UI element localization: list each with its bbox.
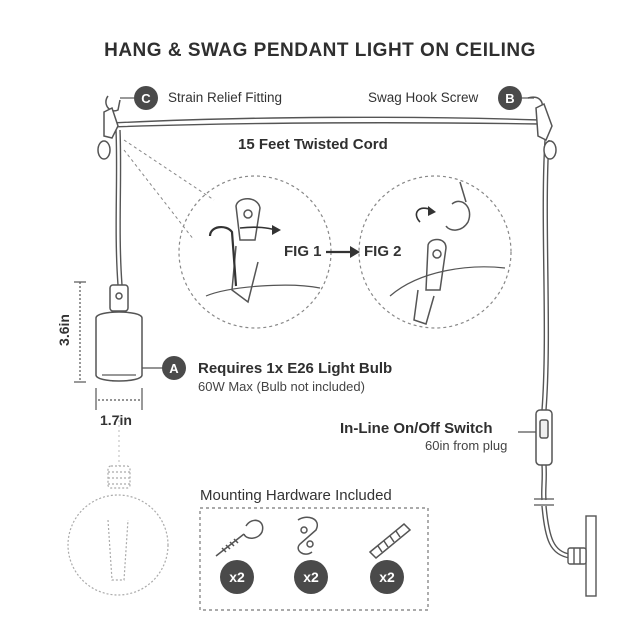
- height-dimension: [74, 281, 86, 383]
- wall-anchor-qty: x2: [370, 560, 404, 594]
- screw-hook-icon: [215, 519, 264, 557]
- wall-anchor-icon: [368, 522, 412, 560]
- switch-position-note: 60in from plug: [425, 438, 508, 453]
- strain-relief-label: Strain Relief Fitting: [168, 90, 283, 105]
- right-ceiling-hook: [527, 96, 557, 160]
- pendant-socket: [95, 284, 143, 382]
- switch-label: In-Line On/Off Switch: [340, 420, 493, 437]
- inline-switch: [535, 409, 553, 466]
- diagram-title: HANG & SWAG PENDANT LIGHT ON CEILING: [104, 40, 536, 61]
- fig2-detail: [358, 175, 512, 329]
- width-dimension: [95, 388, 143, 410]
- swag-hook-icon: [297, 516, 319, 555]
- bulb-wattage-note: 60W Max (Bulb not included): [198, 379, 365, 394]
- cord-length-label: 15 Feet Twisted Cord: [238, 136, 388, 153]
- fig-arrow: [326, 246, 360, 258]
- zoom-guide-lines: [123, 139, 215, 241]
- ghost-bulb: [67, 465, 169, 596]
- swag-hook-label: Swag Hook Screw: [368, 90, 479, 105]
- width-dimension-label: 1.7in: [100, 412, 132, 428]
- bulb-requirement-label: Requires 1x E26 Light Bulb: [198, 360, 393, 377]
- twisted-cord: [111, 116, 571, 559]
- callout-a-badge: A: [162, 356, 186, 380]
- hardware-box: [199, 507, 429, 611]
- wall-plug: [567, 515, 597, 597]
- callout-b-badge: B: [498, 86, 522, 110]
- swag-hook-qty: x2: [294, 560, 328, 594]
- screw-hook-qty: x2: [220, 560, 254, 594]
- height-dimension-label: 3.6in: [55, 314, 72, 346]
- callout-c-badge: C: [134, 86, 158, 110]
- fig1-detail: [178, 175, 332, 329]
- left-ceiling-hook: [97, 95, 121, 160]
- fig1-label: FIG 1: [284, 243, 322, 260]
- fig2-label: FIG 2: [364, 243, 402, 260]
- hardware-title: Mounting Hardware Included: [200, 487, 392, 504]
- cord-break-marks: [534, 498, 554, 506]
